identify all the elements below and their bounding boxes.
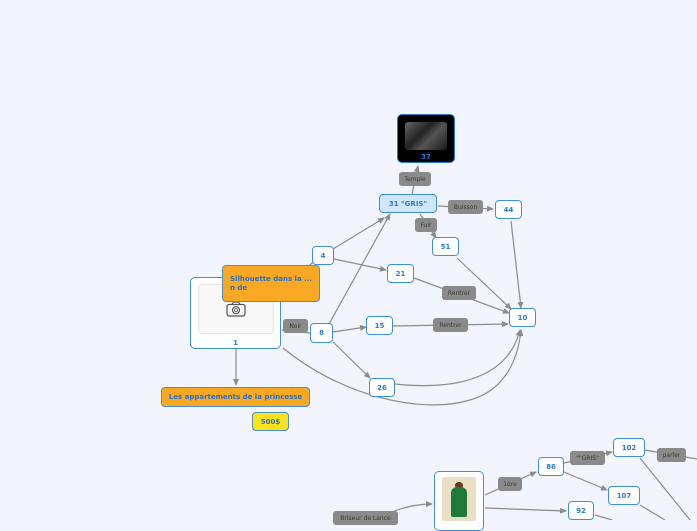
relation-label-buisson[interactable]: Buisson <box>448 200 483 214</box>
relation-label-temple[interactable]: Temple <box>399 172 431 186</box>
topic-102[interactable]: 102 <box>613 438 645 457</box>
relation-text: Fuir <box>420 221 432 229</box>
topic-label: 8 <box>319 329 324 337</box>
topic-label: 31 "GRIS" <box>388 199 428 208</box>
topic-label: 107 <box>616 491 632 500</box>
relation-label-noir[interactable]: Noir <box>283 319 308 333</box>
topic-51[interactable]: 51 <box>432 237 459 256</box>
relation-label-fuir[interactable]: Fuir <box>415 218 437 232</box>
edge-51-10 <box>456 257 512 310</box>
topic-label: 500$ <box>260 417 281 426</box>
topic-appartements[interactable]: Les appartements de la princesse <box>161 387 310 407</box>
topic-label: 92 <box>576 506 586 515</box>
topic-label: 21 <box>395 269 406 278</box>
relation-text: 1ère <box>503 480 517 488</box>
relation-label-rentrer-21[interactable]: Rentrer <box>442 286 476 300</box>
relation-label-1ere[interactable]: 1ère <box>498 477 522 491</box>
topic-label: 4 <box>320 251 326 260</box>
card-image <box>442 477 476 521</box>
topic-44[interactable]: 44 <box>495 200 522 219</box>
edge-92-down <box>594 514 613 520</box>
topic-31-gris[interactable]: 31 "GRIS" <box>379 194 437 213</box>
connections-layer <box>233 165 697 520</box>
relation-text: Rentrer <box>447 289 471 297</box>
topic-37[interactable]: 37 <box>397 114 455 163</box>
topic-label: 15 <box>374 321 385 330</box>
relation-label-briseur[interactable]: Briseur de Lance <box>333 511 398 525</box>
edge-4-21 <box>333 258 387 272</box>
topic-10[interactable]: 10 <box>509 308 536 327</box>
topic-label: 10 <box>517 313 528 322</box>
edge-8-26 <box>332 341 371 379</box>
topic-label: 86 <box>546 462 556 471</box>
topic-8[interactable]: 8 <box>310 323 333 343</box>
topic-21[interactable]: 21 <box>387 264 414 283</box>
topic-107[interactable]: 107 <box>608 486 640 505</box>
relation-text: Briseur de Lance <box>340 514 391 522</box>
topic-label: 37 <box>421 152 431 161</box>
edge-107-down <box>639 504 666 520</box>
camera-icon <box>225 301 246 317</box>
topic-15[interactable]: 15 <box>366 316 393 335</box>
edge-44-10 <box>510 220 524 309</box>
topic-500[interactable]: 500$ <box>252 412 289 431</box>
edge-102-down <box>639 457 691 520</box>
topic-label: 26 <box>377 383 387 392</box>
topic-92[interactable]: 92 <box>568 501 594 520</box>
relation-label-gris[interactable]: ""GRIS" <box>570 451 605 465</box>
topic-silhouette[interactable]: Silhouette dans la ... n de <box>222 265 320 302</box>
edge-8-31 <box>328 213 391 325</box>
edge-4-31 <box>332 217 385 250</box>
relation-text: Temple <box>404 175 426 183</box>
relation-text: Buisson <box>453 203 478 211</box>
topic-26[interactable]: 26 <box>369 378 395 397</box>
topic-card-image[interactable] <box>434 471 484 531</box>
topic-86[interactable]: 86 <box>538 457 564 476</box>
topic-label: 102 <box>621 443 637 452</box>
relation-text: parler <box>662 451 681 459</box>
relation-text: Noir <box>289 322 302 330</box>
relation-text: ""GRIS" <box>576 454 599 462</box>
topic-label: 51 <box>440 242 451 251</box>
edge-card-92 <box>484 507 567 514</box>
relation-text: Rentrer <box>439 321 462 329</box>
topic-image <box>405 121 447 150</box>
topic-label: 1 <box>233 339 238 347</box>
topic-label: 44 <box>503 205 514 214</box>
topic-4[interactable]: 4 <box>312 246 334 265</box>
edge-26-10 <box>394 329 522 387</box>
topic-label: Silhouette dans la ... n de <box>230 274 313 292</box>
edge-8-15 <box>332 324 367 333</box>
edge-86-107 <box>563 471 608 491</box>
edge-1-10 <box>282 329 524 406</box>
relation-label-parler[interactable]: parler <box>657 448 686 462</box>
topic-label: Les appartements de la princesse <box>168 393 303 401</box>
relation-label-rentrer-15[interactable]: Rentrer <box>433 318 468 332</box>
